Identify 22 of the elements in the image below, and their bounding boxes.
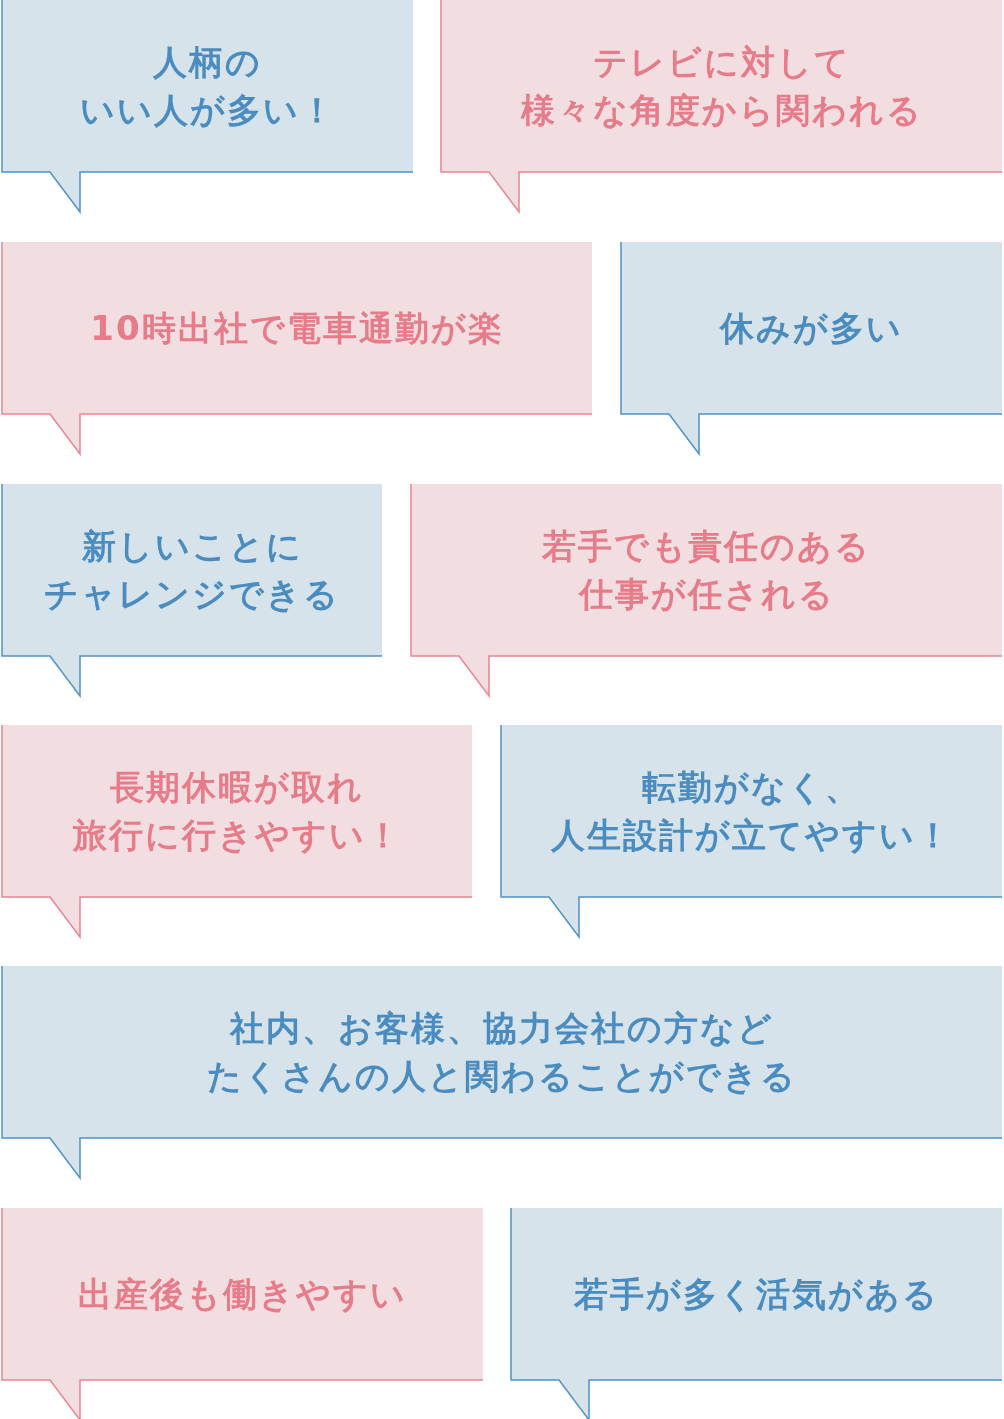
bubble-text: 出産後も働きやすい: [77, 1273, 408, 1316]
bubble-text: 社内、お客様、協力会社の方などたくさんの人と関わることができる: [206, 1007, 798, 1098]
speech-bubble: [2, 725, 472, 937]
speech-bubble: [511, 1208, 1002, 1419]
speech-bubble: [2, 1208, 483, 1419]
bubble-text: 休みが多い: [718, 307, 904, 350]
bubble-text: 長期休暇が取れ旅行に行きやすい！: [71, 766, 403, 857]
speech-bubble: [411, 484, 1002, 696]
speech-bubble: [441, 0, 1002, 212]
bubble-text: 若手でも責任のある仕事が任される: [540, 525, 872, 616]
bubble-text: 10時出社で電車通勤が楽: [89, 307, 505, 350]
speech-bubble: [2, 0, 413, 212]
speech-bubble: [621, 242, 1002, 454]
bubble-text: 転勤がなく、人生設計が立てやすい！: [550, 766, 953, 857]
speech-bubble: [2, 966, 1002, 1178]
bubble-text: テレビに対して様々な角度から関われる: [519, 41, 924, 132]
bubble-text: 新しいことにチャレンジできる: [43, 525, 341, 616]
bubble-text: 若手が多く活気がある: [572, 1273, 940, 1316]
speech-bubble: [2, 242, 592, 454]
bubble-text: 人柄のいい人が多い！: [78, 41, 337, 132]
speech-bubble: [2, 484, 382, 696]
speech-bubble: [501, 725, 1002, 937]
